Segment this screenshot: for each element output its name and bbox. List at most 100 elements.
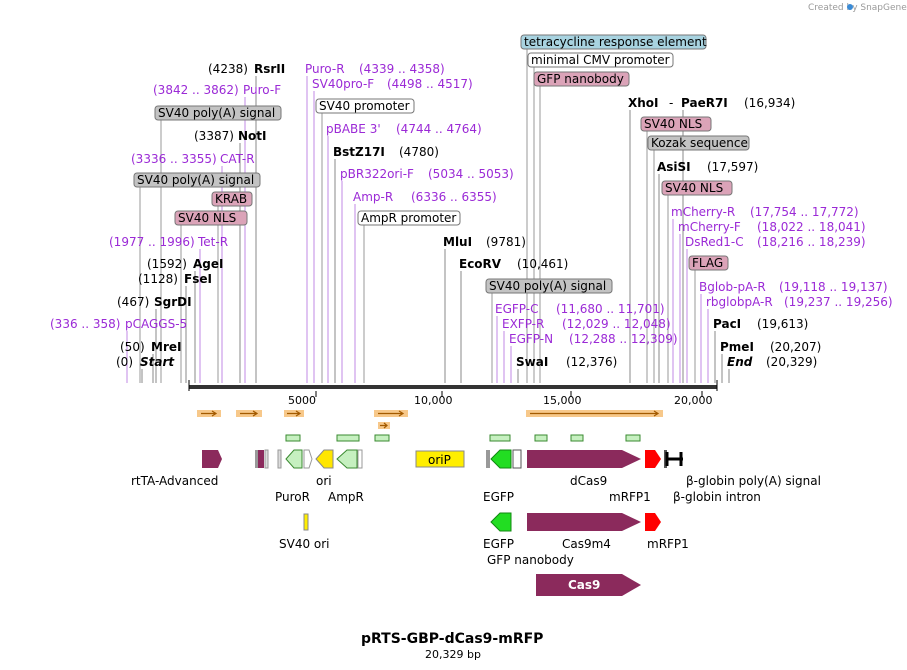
feature-box-label: SV40 NLS (178, 211, 236, 225)
site-label: (18,022 .. 18,041) (757, 220, 866, 234)
feature-nls (527, 450, 534, 468)
feature-tre (512, 449, 522, 469)
feature-name: Cas9m4 (562, 537, 611, 551)
feature-box-label: KRAB (215, 192, 247, 206)
site-label: AgeI (193, 257, 223, 271)
site-label: - (669, 96, 673, 110)
feature-box: FLAG (688, 255, 729, 271)
feature-box-label: SV40 poly(A) signal (158, 106, 275, 120)
feature-box-bg (315, 98, 415, 114)
site-label: SgrDI (154, 295, 192, 309)
orf-arrow (284, 410, 304, 417)
feature-box: minimal CMV promoter (527, 52, 674, 68)
site-label: (4744 .. 4764) (396, 122, 482, 136)
site-label: (4780) (399, 145, 439, 159)
feature-box-label: SV40 NLS (644, 117, 702, 131)
label-connectors (126, 49, 730, 383)
feature-box-label: minimal CMV promoter (531, 53, 670, 67)
feature-box: SV40 NLS (661, 180, 733, 196)
feature-name: GFP nanobody (487, 553, 574, 567)
feature-box-label: SV40 NLS (665, 181, 723, 195)
site-label: (17,597) (707, 160, 758, 174)
site-label: (19,613) (757, 317, 808, 331)
feature-box-label: AmpR promoter (361, 211, 456, 225)
snapgene-credit: Created by SnapGene (808, 3, 907, 13)
feature-box: SV40 NLS (640, 116, 712, 132)
feature-box-bg (661, 180, 733, 196)
feature-name: EGFP (483, 490, 514, 504)
feature-box: tetracycline response element (520, 34, 707, 50)
feature-name: AmpR (328, 490, 364, 504)
site-label: Bglob-pA-R (699, 280, 766, 294)
feature-ampr-promoter (357, 449, 363, 469)
feature-box: Kozak sequence (647, 135, 750, 151)
site-label: (3387) (194, 129, 234, 143)
site-label: DsRed1-C (685, 235, 744, 249)
ruler-tick-label: 5000 (288, 394, 316, 407)
site-label: NotI (238, 129, 267, 143)
feature-puror (285, 449, 303, 469)
feature-box-label: FLAG (692, 256, 723, 270)
site-label: Puro-R (305, 62, 345, 76)
feature-egfp (490, 449, 512, 469)
site-label: (1592) (147, 257, 187, 271)
site-label: (6336 .. 6355) (411, 190, 497, 204)
feature-name: mRFP1 (647, 537, 689, 551)
feature-cas9 (536, 574, 641, 596)
site-label: (20,329) (766, 355, 817, 369)
feature-marker (277, 449, 282, 469)
site-label: FseI (184, 272, 212, 286)
feature-name: EGFP (483, 537, 514, 551)
feature-box-bg (640, 116, 712, 132)
ruler-tick-label: 10,000 (414, 394, 453, 407)
site-label: (18,216 .. 18,239) (757, 235, 866, 249)
feature-box-bg (533, 71, 630, 87)
feature-box-bg (485, 278, 613, 294)
site-label: XhoI (628, 96, 659, 110)
site-label: CAT-R (220, 152, 255, 166)
feature-name: SV40 ori (279, 537, 330, 551)
site-label: (3842 .. 3862) (153, 83, 239, 97)
site-label: MluI (443, 235, 472, 249)
site-label: Puro-F (243, 83, 281, 97)
feature-marker (255, 450, 258, 468)
site-label: (1128) (138, 272, 178, 286)
site-label: SwaI (516, 355, 548, 369)
feature-box: SV40 poly(A) signal (154, 105, 282, 121)
feature-box-bg (174, 210, 248, 226)
site-label: (1977 .. 1996) (109, 235, 195, 249)
feature-name: PuroR (275, 490, 310, 504)
site-label: (4238) (208, 62, 248, 76)
plasmid-name: pRTS-GBP-dCas9-mRFP (361, 631, 543, 647)
feature-mrfp1-2 (645, 513, 661, 531)
feature-box-label: Kozak sequence (651, 136, 748, 150)
site-label: (20,207) (770, 340, 821, 354)
feature-marker (486, 450, 490, 468)
site-label: (11,680 .. 11,701) (556, 302, 665, 316)
feature-sv40-ori (303, 513, 309, 531)
feature-gfp-nanobody (527, 513, 534, 531)
site-label: EXFP-R (502, 317, 544, 331)
sequence-backbone (189, 385, 717, 389)
ruler-tick-label: 20,000 (674, 394, 713, 407)
orf-arrow (236, 410, 262, 417)
site-label: SV40pro-F (312, 77, 374, 91)
site-label: EGFP-C (495, 302, 538, 316)
feature-track (202, 449, 683, 596)
site-label: rbglobpA-R (706, 295, 773, 309)
site-label: MreI (151, 340, 181, 354)
site-label: Amp-R (353, 190, 393, 204)
site-label: (5034 .. 5053) (428, 167, 514, 181)
site-label: PmeI (720, 340, 754, 354)
feature-name: β-globin poly(A) signal (686, 474, 821, 488)
feature-mrfp1 (645, 450, 661, 468)
feature-box-bg (520, 34, 707, 50)
feature-rtta-advanced (202, 450, 222, 468)
feature-box-labels: tetracycline response element minimal CMV… (133, 34, 750, 294)
feature-name: mRFP1 (609, 490, 651, 504)
feature-ampr (336, 449, 358, 469)
feature-box: SV40 poly(A) signal (485, 278, 613, 294)
